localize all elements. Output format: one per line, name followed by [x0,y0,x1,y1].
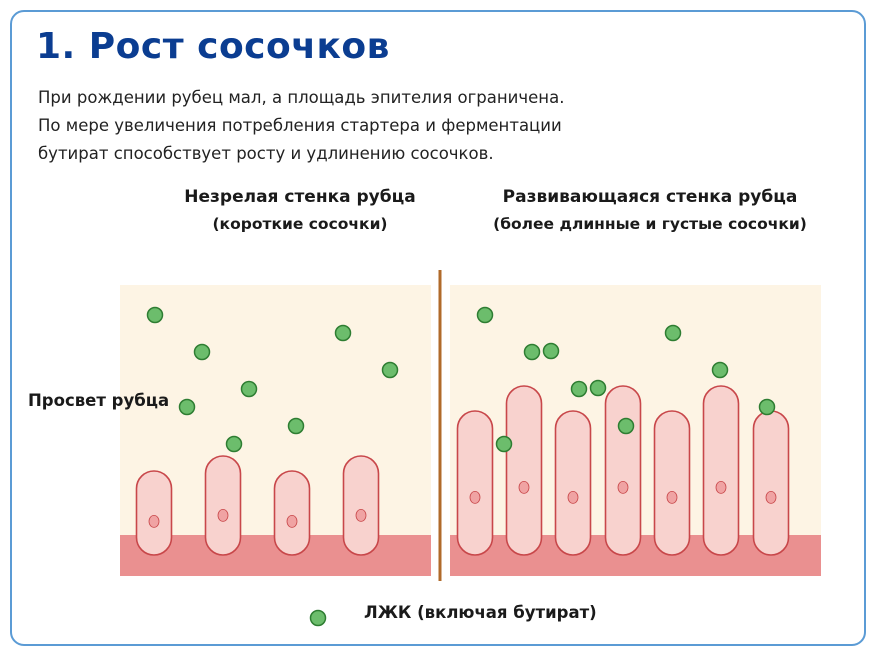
cell-nucleus [715,480,727,494]
vfa-molecule [495,435,513,453]
vfa-molecule [225,435,243,453]
papilla-body [204,455,242,556]
vfa-molecule [240,380,258,398]
papilla-long [505,385,543,556]
papilla-long [554,410,592,556]
papilla-body [604,385,642,556]
papilla-body [653,410,691,556]
papilla-body [273,470,311,556]
papilla-short [204,455,242,556]
vfa-molecule [476,306,494,324]
left-panel-title: Незрелая стенка рубца [184,187,416,207]
cell-nucleus [469,490,481,504]
vfa-molecule [589,379,607,397]
papilla-body [135,470,173,556]
left-panel-subtitle: (короткие сосочки) [212,215,388,233]
papilla-long [653,410,691,556]
vfa-molecule [287,417,305,435]
vfa-molecule [146,306,164,324]
legend-label: ЛЖК (включая бутират) [364,603,597,622]
vfa-molecule [381,361,399,379]
legend-vfa-marker [309,609,327,627]
cell-nucleus [567,490,579,504]
right-panel-title: Развивающаяся стенка рубца [502,187,798,207]
papilla-short [273,470,311,556]
cell-nucleus [765,490,777,504]
cell-nucleus [666,490,678,504]
panel-divider [438,270,442,581]
papilla-long [604,385,642,556]
vfa-molecule [664,324,682,342]
slide-title: 1. Рост сосочков [36,26,390,67]
diagram-shapes [135,306,790,627]
intro-line: При рождении рубец мал, а площадь эпител… [38,88,565,107]
right-panel-subtitle: (более длинные и густые сосочки) [493,215,807,233]
vfa-molecule [758,398,776,416]
vfa-molecule [570,380,588,398]
papilla-body [342,455,380,556]
vfa-molecule [711,361,729,379]
cell-nucleus [148,515,160,528]
vfa-molecule [193,343,211,361]
vfa-molecule [178,398,196,416]
cell-nucleus [217,509,229,522]
vfa-molecule [523,343,541,361]
cell-nucleus [355,509,367,522]
papilla-body [752,410,790,556]
papilla-body [702,385,740,556]
papilla-long [752,410,790,556]
vfa-molecule [334,324,352,342]
cell-nucleus [617,480,629,494]
cell-nucleus [518,480,530,494]
cell-nucleus [286,515,298,528]
vfa-molecule [617,417,635,435]
papilla-body [505,385,543,556]
papilla-long [702,385,740,556]
left-panel-heading: Незрелая стенка рубца (короткие сосочки) [120,184,480,238]
intro-text: При рождении рубец мал, а площадь эпител… [38,84,564,168]
papilla-long [456,410,494,556]
papilla-body [554,410,592,556]
papilla-body [456,410,494,556]
right-panel-heading: Развивающаяся стенка рубца (более длинны… [460,184,840,238]
intro-line: По мере увеличения потребления стартера … [38,116,562,135]
papilla-short [342,455,380,556]
intro-line: бутират способствует росту и удлинению с… [38,144,494,163]
lumen-label: Просвет рубца [28,391,170,410]
vfa-molecule [542,342,560,360]
papilla-short [135,470,173,556]
